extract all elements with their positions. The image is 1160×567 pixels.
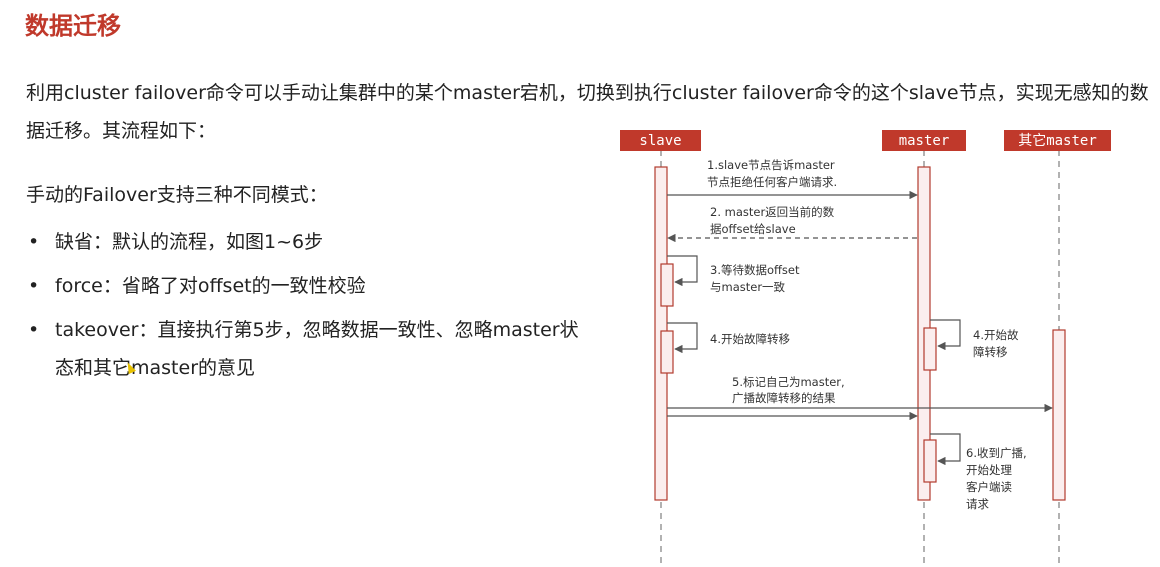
svg-text:障转移: 障转移 [973,345,1008,359]
bullet-icon: • [28,231,40,253]
mode-takeover: •takeover：直接执行第5步，忽略数据一致性、忽略master状态和其它m… [26,311,586,387]
activation-other-master [1052,329,1066,501]
activation-slave-step3 [660,263,674,307]
svg-text:请求: 请求 [966,497,989,511]
message-step2: 2. master返回当前的数 据offset给slave [667,205,917,243]
svg-text:4.开始故障转移: 4.开始故障转移 [710,332,790,346]
svg-text:1.slave节点告诉master: 1.slave节点告诉master [707,158,835,172]
activation-master-step6 [923,439,937,483]
svg-text:2. master返回当前的数: 2. master返回当前的数 [710,205,835,219]
activation-master-step4 [923,327,937,371]
message-step4-master: 4.开始故 障转移 [930,319,1019,359]
message-step6: 6.收到广播, 开始处理 客户端读 请求 [930,433,1027,511]
message-step3: 3.等待数据offset 与master一致 [667,255,800,294]
bullet-icon: • [28,275,40,297]
svg-text:slave: slave [639,133,681,149]
message-step4-slave: 4.开始故障转移 [667,322,790,354]
svg-text:master: master [899,133,950,149]
message-step1: 1.slave节点告诉master 节点拒绝任何客户端请求. [667,158,918,200]
svg-text:客户端读: 客户端读 [966,480,1012,494]
participant-master: master [882,130,966,151]
mode-default: •缺省：默认的流程，如图1~6步 [26,223,586,261]
svg-text:节点拒绝任何客户端请求.: 节点拒绝任何客户端请求. [707,175,837,189]
svg-text:广播故障转移的结果: 广播故障转移的结果 [732,391,836,405]
svg-text:5.标记自己为master,: 5.标记自己为master, [732,375,845,389]
svg-text:据offset给slave: 据offset给slave [710,222,796,236]
modes-list: •缺省：默认的流程，如图1~6步 •force：省略了对offset的一致性校验… [26,223,586,393]
svg-text:6.收到广播,: 6.收到广播, [966,446,1027,460]
svg-text:开始处理: 开始处理 [966,463,1012,477]
participant-other-master: 其它master [1004,130,1111,151]
message-step5: 5.标记自己为master, 广播故障转移的结果 [667,375,1053,421]
modes-heading: 手动的Failover支持三种不同模式： [26,184,328,206]
intro-paragraph: 利用cluster failover命令可以手动让集群中的某个master宕机，… [26,82,1149,142]
page-title: 数据迁移 [25,12,121,40]
svg-text:与master一致: 与master一致 [710,280,786,294]
bullet-icon: • [28,319,40,341]
svg-text:3.等待数据offset: 3.等待数据offset [710,263,800,277]
activation-slave-step4 [660,330,674,374]
svg-text:其它master: 其它master [1018,132,1097,149]
svg-text:4.开始故: 4.开始故 [973,328,1019,342]
mode-force: •force：省略了对offset的一致性校验 [26,267,586,305]
participant-slave: slave [620,130,701,151]
